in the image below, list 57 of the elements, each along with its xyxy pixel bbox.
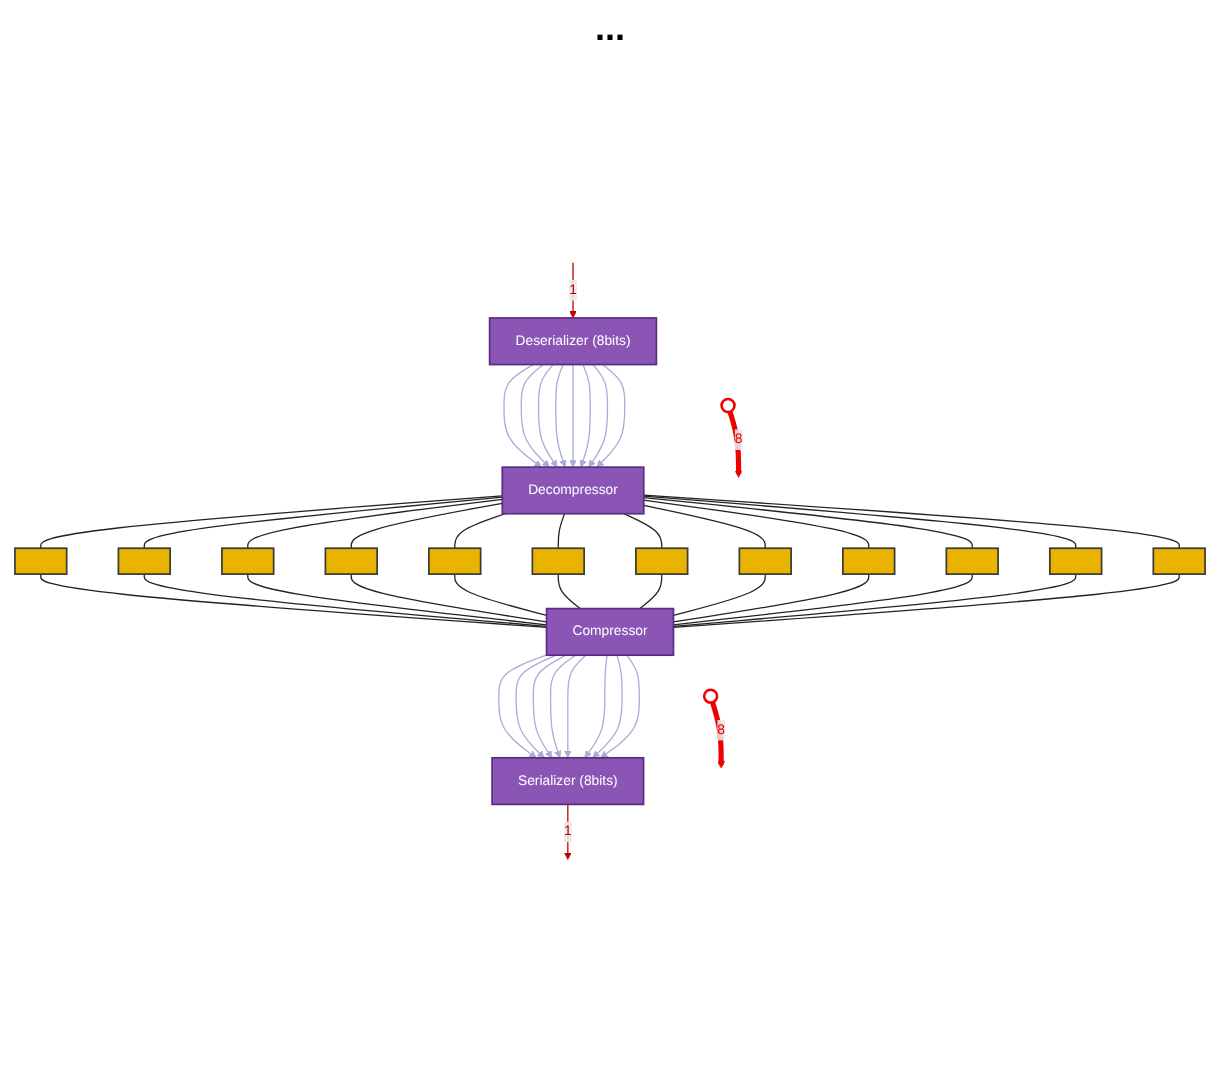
scan-chain-bar <box>1049 548 1103 576</box>
connector-line <box>643 497 973 550</box>
arrow <box>555 364 567 469</box>
connector-line <box>643 495 1180 550</box>
arrow <box>569 364 577 469</box>
arrow <box>600 655 640 759</box>
connector-line <box>672 574 1180 629</box>
arrow <box>588 364 609 469</box>
scan-chain-bar <box>531 548 585 576</box>
scan-chain-bar <box>117 548 171 576</box>
scan-chain-bar <box>324 548 378 576</box>
arrow <box>727 411 743 479</box>
connector-line <box>643 505 766 550</box>
connector-line <box>350 503 503 550</box>
connector-line <box>247 574 548 627</box>
scan-chain-bar <box>635 548 689 576</box>
connector-line <box>672 574 1077 628</box>
arrow <box>520 364 550 469</box>
arrow <box>498 655 548 759</box>
scan-chain-bar <box>738 548 792 576</box>
connector-line <box>643 500 870 550</box>
bus-ellipse <box>702 689 719 705</box>
scan-chain-bar <box>221 548 275 576</box>
arrow <box>592 655 623 759</box>
connector-line <box>623 513 663 550</box>
connector-line <box>643 496 1077 550</box>
arrow <box>515 655 557 759</box>
connector-line <box>454 513 506 550</box>
connector-line <box>557 574 581 611</box>
connector-line <box>247 499 503 550</box>
arrow <box>596 364 626 469</box>
scan-chain-bar <box>14 548 68 576</box>
scan-chain-bar <box>842 548 896 576</box>
connector-line <box>672 574 973 627</box>
connector-line <box>143 497 503 550</box>
arrow <box>532 655 567 759</box>
connector-line <box>40 496 503 550</box>
arrow <box>584 655 608 759</box>
connector-line <box>143 574 548 628</box>
connector-line <box>672 574 766 617</box>
connector-line <box>454 574 548 617</box>
connector-line <box>672 574 870 624</box>
arrow <box>579 364 591 469</box>
scan-chain-bar <box>945 548 999 576</box>
arrow <box>537 364 558 469</box>
bus-ellipse <box>720 398 736 415</box>
connector-line <box>639 574 663 611</box>
connector-line <box>557 513 566 550</box>
connector-line <box>40 574 548 629</box>
arrow <box>710 702 725 770</box>
scan-chain-bar <box>1152 548 1206 576</box>
connector-line <box>350 574 548 624</box>
arrow <box>503 364 542 469</box>
arrow <box>549 655 577 759</box>
ellipsis-label: ... <box>594 8 625 48</box>
arrow <box>564 655 587 759</box>
scan-chain-bar <box>428 548 482 576</box>
